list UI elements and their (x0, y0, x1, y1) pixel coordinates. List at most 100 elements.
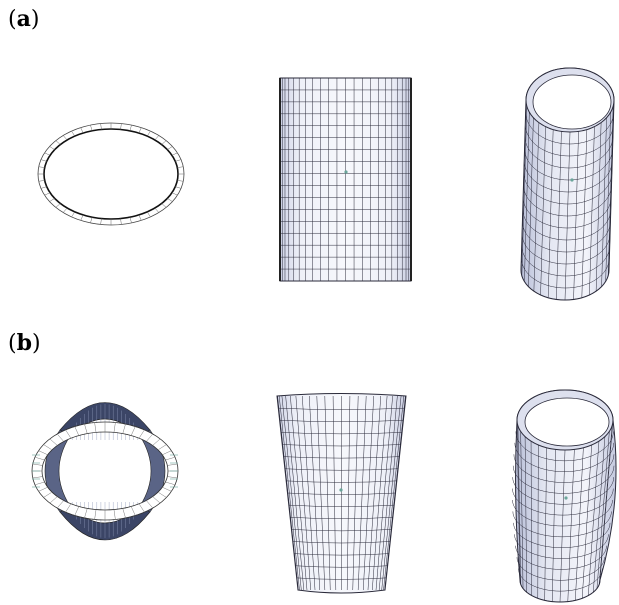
ring-segment-line (147, 130, 151, 137)
ring-segment-line (94, 509, 97, 520)
iso-mesh-ring (523, 160, 613, 193)
ring-segment-line (65, 503, 72, 513)
ring-segment-line (65, 429, 72, 439)
ring-segment-line (49, 198, 55, 202)
ring-segment-line (138, 503, 145, 513)
ring-top-view-b (31, 402, 179, 541)
iso-mesh-vertical (588, 441, 600, 596)
mesh-horizontal-line (282, 444, 401, 447)
ring-segment-line (161, 140, 167, 145)
ring-segment-line (63, 135, 68, 141)
center-marker (564, 496, 568, 500)
iso-mesh-ring (518, 568, 603, 592)
ring-segment-line (167, 463, 178, 466)
cylinder-front-view-a (279, 77, 412, 282)
cylinder-iso-view-a (520, 67, 615, 301)
iso-mesh-vertical (575, 447, 584, 601)
iso-mesh-ring (514, 442, 614, 472)
ring-segment-line (49, 146, 55, 150)
ring-segment-line (154, 135, 159, 141)
iso-top-opening (524, 397, 610, 447)
ring-segment-line (162, 486, 172, 492)
iso-mesh-ring (524, 136, 614, 169)
iso-mesh-ring (521, 233, 611, 265)
ring-segment-line (55, 203, 61, 208)
ring-segment-line (146, 500, 153, 509)
iso-mesh-ring (512, 477, 615, 505)
ring-inner-edge (43, 128, 179, 220)
ring-segment-line (71, 211, 75, 218)
ring-segment-line (129, 124, 132, 131)
mesh-horizontal-line (288, 504, 395, 507)
mesh-horizontal-line (295, 565, 388, 568)
iso-mesh-ring (525, 112, 614, 145)
ring-segment-line (43, 444, 53, 451)
ring-segment-line (80, 127, 84, 134)
ring-top-view-a (37, 122, 185, 226)
mesh-vertical-line (352, 395, 359, 591)
iso-mesh-ring (522, 209, 612, 241)
mesh-horizontal-line (279, 420, 404, 422)
iso-mesh-ring (523, 172, 613, 205)
panel-label-b: (b) (8, 330, 41, 356)
iso-mesh-ring (523, 184, 612, 217)
mesh-horizontal-line (286, 480, 397, 483)
ring-segment-line (129, 217, 132, 224)
ring-segment-line (94, 422, 97, 433)
ring-segment-line (55, 140, 61, 145)
iso-mesh-ring (519, 579, 601, 603)
ring-segment-line (138, 214, 142, 221)
mesh-vertical-line (378, 395, 398, 591)
ring-segment-line (40, 186, 47, 189)
ring-segment-line (165, 481, 176, 486)
iso-mesh-ring (513, 522, 611, 548)
mesh-vertical-line (372, 395, 388, 591)
panel-label-a: (a) (8, 6, 40, 32)
ring-segment-line (147, 211, 151, 218)
mesh-vertical-line (316, 395, 326, 591)
iso-mesh-vertical (544, 447, 547, 601)
iso-top-opening (532, 74, 612, 130)
ring-segment-line (38, 166, 45, 168)
iso-mesh-vertical (581, 444, 592, 599)
ring-segment-line (49, 496, 58, 504)
mesh-vertical-line (285, 395, 305, 591)
mesh-horizontal-line (284, 468, 399, 471)
iso-mesh-vertical (520, 431, 524, 589)
ring-segment-line (120, 123, 122, 130)
cylinder-front-view-b (276, 393, 407, 594)
iso-mesh-ring (514, 534, 609, 559)
cylinder-iso-view-b (512, 389, 617, 603)
mesh-horizontal-line (296, 577, 387, 580)
mesh-vertical-line (301, 395, 316, 591)
mesh-vertical-line (332, 395, 337, 591)
ring-segment-line (120, 218, 122, 225)
ring-segment-line (167, 146, 173, 150)
iso-mesh-vertical (598, 425, 613, 585)
iso-mesh-vertical (537, 444, 539, 599)
ring-segment-line (100, 123, 102, 130)
iso-mesh-ring (522, 197, 612, 229)
ring-segment-line (38, 180, 45, 182)
mesh-vertical-line (375, 395, 393, 591)
ring-segment-line (44, 152, 51, 156)
ring-segment-line (175, 186, 182, 189)
iso-mesh-ring (521, 245, 610, 277)
ring-segment-line (71, 130, 75, 137)
iso-mesh-ring (521, 257, 610, 289)
iso-mesh-ring (515, 431, 614, 462)
ring-segment-line (130, 426, 136, 436)
mesh-vertical-line (295, 395, 311, 591)
mesh-vertical-line (290, 395, 308, 591)
mesh-vertical-line (309, 395, 320, 591)
iso-mesh-ring (512, 499, 613, 527)
ring-segment-line (74, 506, 80, 516)
ring-segment-line (162, 450, 172, 456)
mesh-horizontal-line (290, 517, 393, 519)
ring-segment-line (90, 217, 93, 224)
center-marker (570, 178, 574, 182)
ring-segment-line (32, 463, 43, 466)
iso-mesh-vertical (524, 436, 527, 593)
ring-segment-line (57, 433, 64, 442)
mesh-horizontal-line (292, 541, 391, 544)
